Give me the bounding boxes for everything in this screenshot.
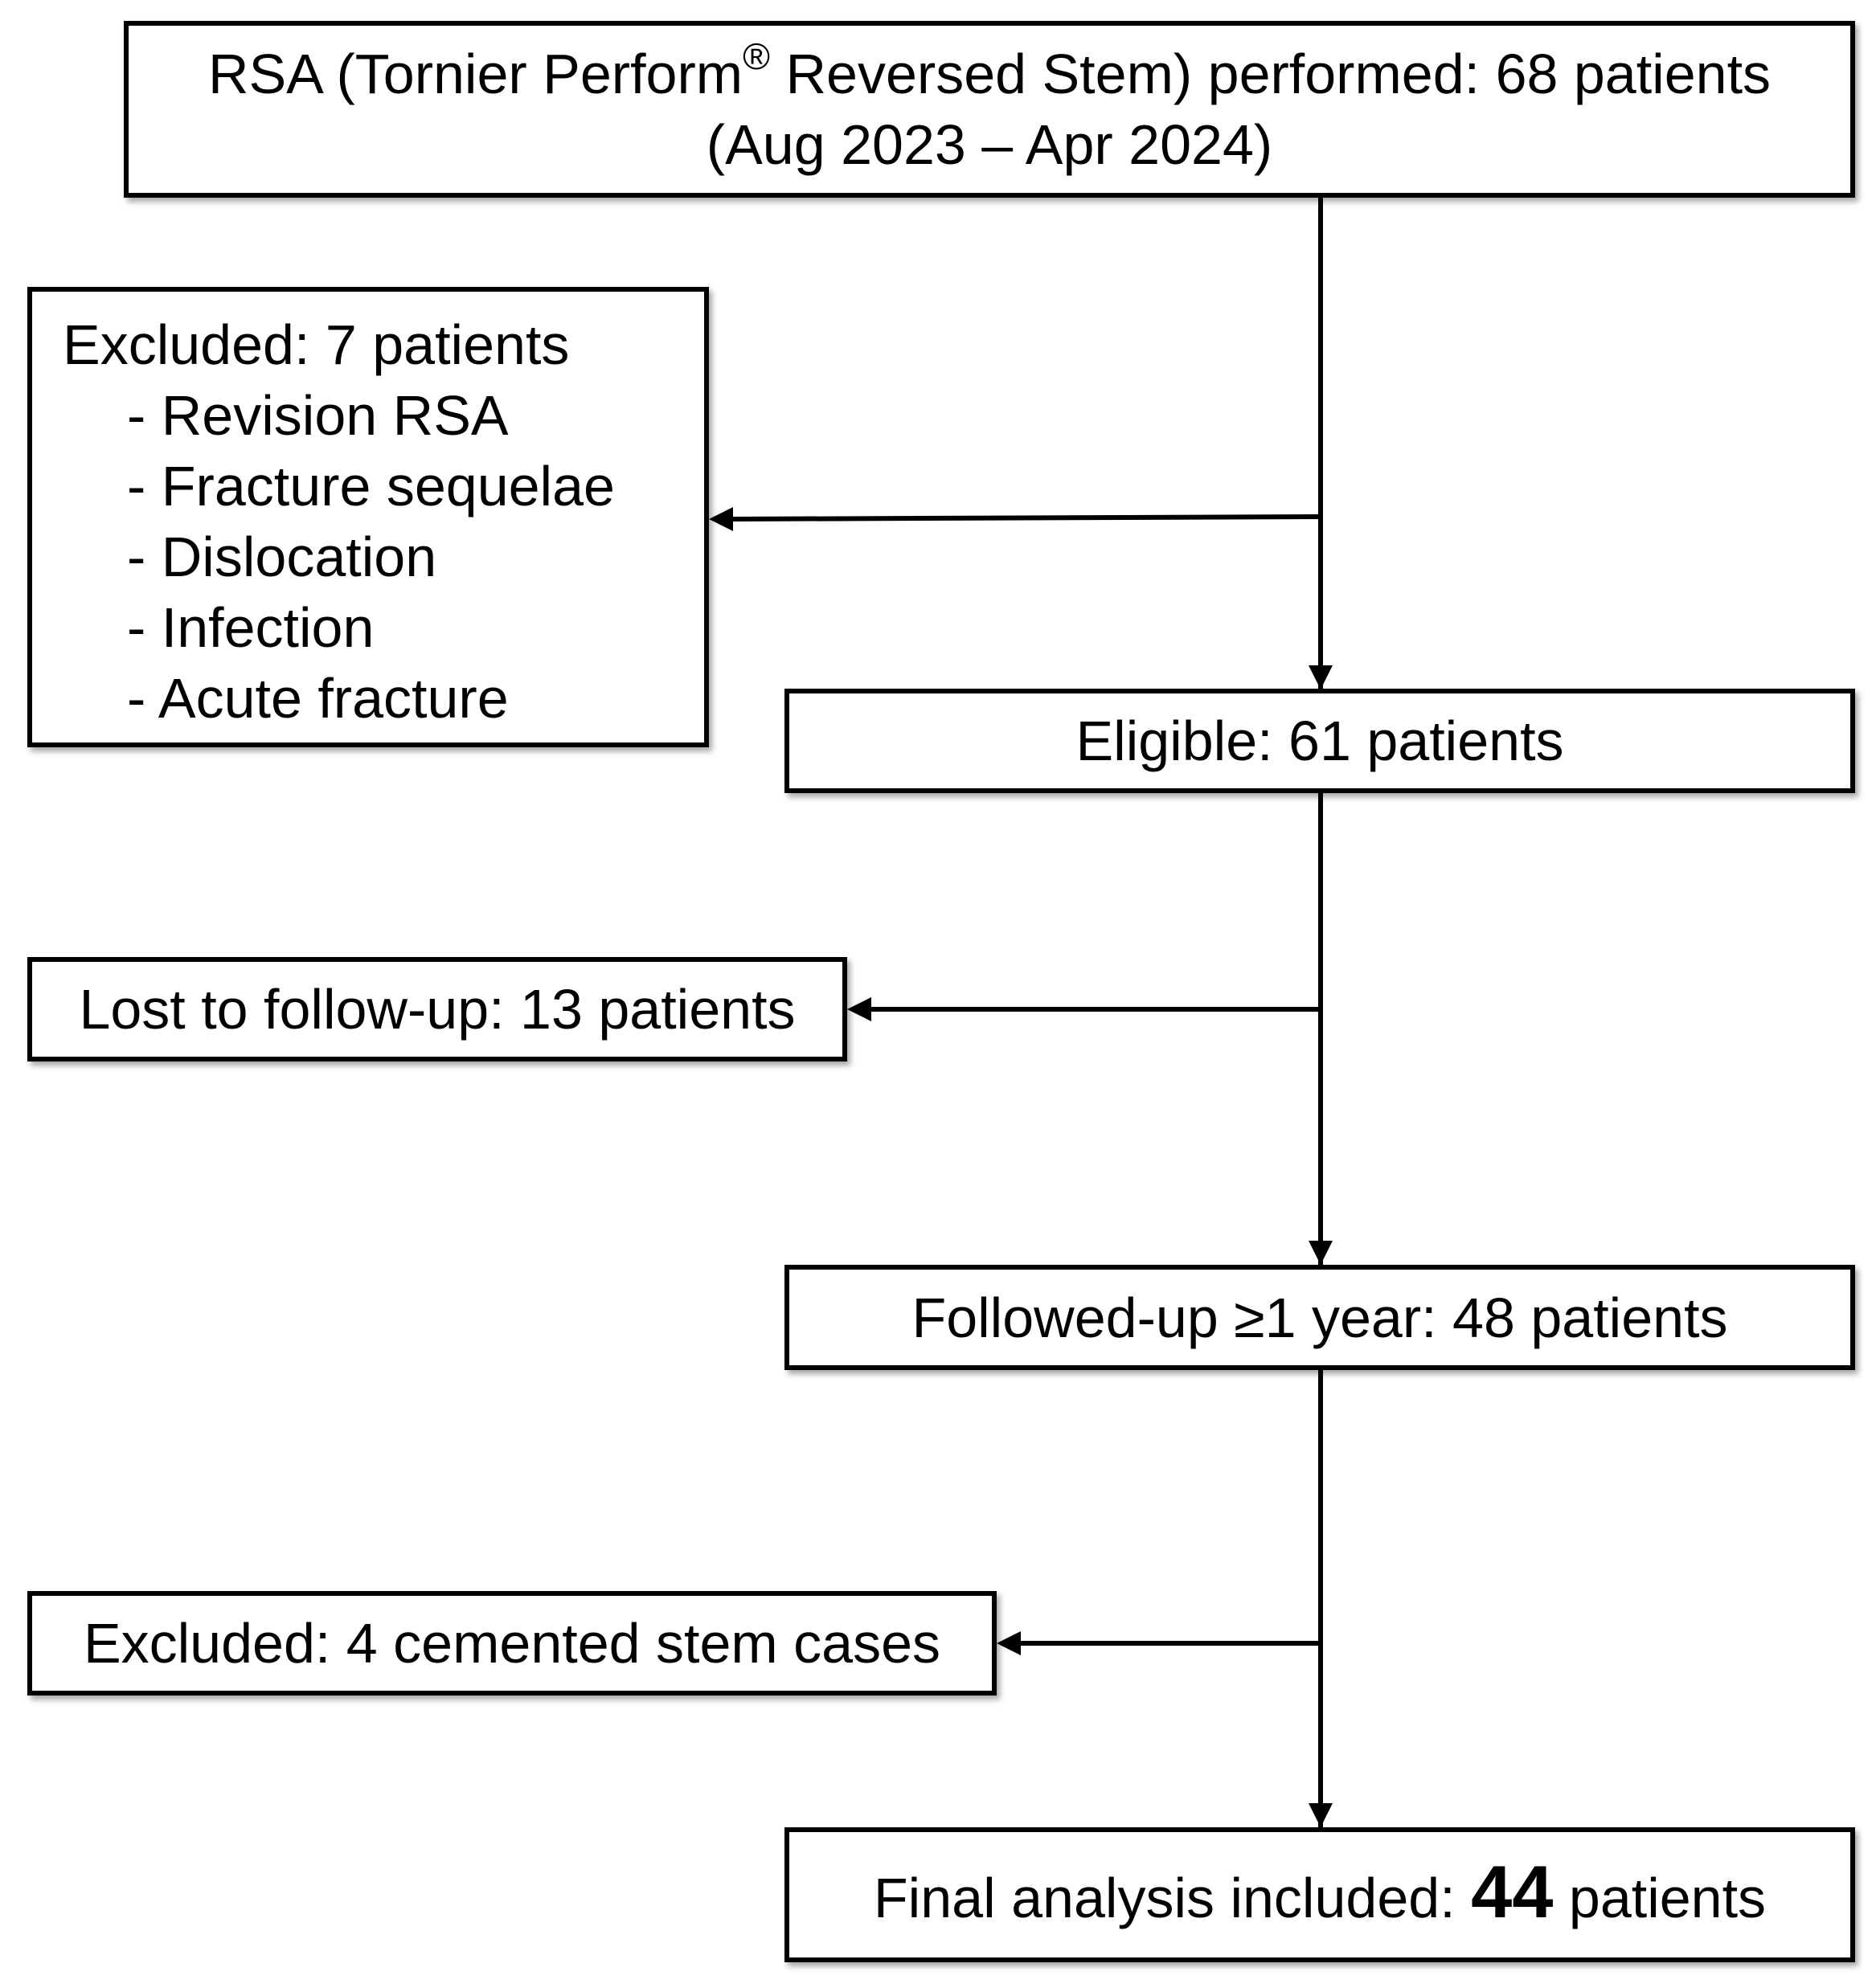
registered-mark: ®	[743, 35, 771, 77]
followed-up-text: Followed-up ≥1 year: 48 patients	[911, 1286, 1728, 1349]
box-rsa-performed: RSA (Tornier Perform® Reversed Stem) per…	[124, 21, 1855, 198]
eligible-text: Eligible: 61 patients	[1075, 710, 1564, 772]
box-excluded-cemented: Excluded: 4 cemented stem cases	[27, 1591, 997, 1696]
rsa-date-range: (Aug 2023 – Apr 2024)	[706, 113, 1273, 176]
excluded-reason-dislocation: - Dislocation	[127, 526, 437, 588]
box-excluded-7: Excluded: 7 patients - Revision RSA - Fr…	[27, 287, 709, 747]
arrowhead-followed	[1309, 1241, 1333, 1265]
arrowhead-final	[1309, 1803, 1333, 1827]
box-final-analysis: Final analysis included: 44 patients	[784, 1827, 1855, 1962]
box-followed-up: Followed-up ≥1 year: 48 patients	[784, 1265, 1855, 1370]
excluded-reason-infection: - Infection	[127, 596, 375, 659]
final-analysis-text: Final analysis included: 44 patients	[873, 1855, 1767, 1933]
excluded-7-title: Excluded: 7 patients	[63, 313, 570, 376]
arrow-to-excluded1	[731, 514, 1321, 522]
box-lost-to-follow-up: Lost to follow-up: 13 patients	[27, 957, 847, 1061]
arrowhead-eligible	[1309, 665, 1333, 689]
rsa-line1-post: Reversed Stem) performed: 68 patients	[770, 43, 1772, 105]
arrowhead-excluded2	[997, 1631, 1021, 1655]
final-analysis-label: Final analysis included:	[873, 1866, 1472, 1929]
excluded-reason-revision: - Revision RSA	[127, 384, 509, 447]
final-count: 44	[1471, 1851, 1554, 1933]
excluded-cemented-text: Excluded: 4 cemented stem cases	[83, 1612, 941, 1675]
box-rsa-performed-text: RSA (Tornier Perform® Reversed Stem) per…	[207, 38, 1772, 180]
arrowhead-excluded1	[709, 507, 733, 531]
rsa-line1-pre: RSA (Tornier Perform	[207, 43, 743, 105]
excluded-reason-acute-fracture: - Acute fracture	[127, 667, 509, 730]
box-eligible: Eligible: 61 patients	[784, 689, 1855, 793]
final-analysis-suffix: patients	[1553, 1866, 1767, 1929]
lost-to-follow-up-text: Lost to follow-up: 13 patients	[79, 978, 796, 1041]
excluded-reason-fracture-sequelae: - Fracture sequelae	[127, 455, 615, 517]
arrowhead-lost	[847, 997, 871, 1021]
